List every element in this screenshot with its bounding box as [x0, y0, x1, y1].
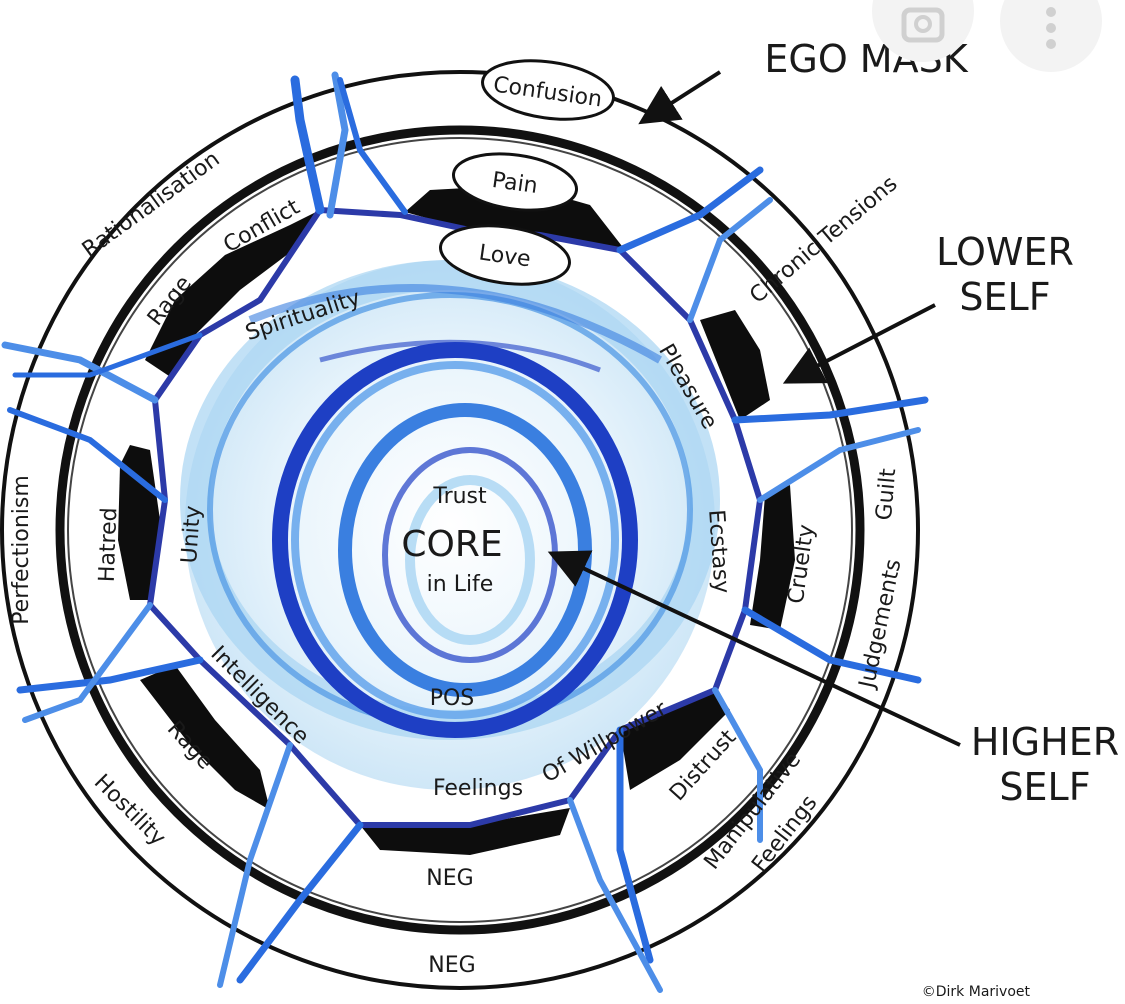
label-hatred: Hatred: [95, 507, 123, 583]
higher-self-arrow: [547, 550, 961, 747]
copyright: ©Dirk Marivoet: [922, 984, 1031, 1000]
label-in-life: in Life: [427, 572, 494, 597]
label-guilt: Guilt: [872, 467, 901, 521]
label-ecstasy: Ecstasy: [703, 509, 734, 595]
blue-swirl: [180, 260, 720, 790]
lower-self-title-line1: LOWER: [936, 230, 1074, 274]
higher-self-title-line1: HIGHER: [971, 720, 1119, 764]
label-perfectionism: Perfectionism: [9, 475, 34, 625]
dark-sector-left: [118, 445, 160, 600]
lower-self-title-line2: SELF: [959, 275, 1050, 319]
higher-self-title-line2: SELF: [999, 765, 1090, 809]
dark-sector-right-top: [700, 310, 770, 420]
lens-button[interactable]: [872, 0, 974, 62]
more-vertical-icon: [1046, 7, 1056, 49]
dark-sector-left-bottom: [140, 665, 270, 810]
lower-self-arrow: [782, 303, 936, 384]
pain-oval: [451, 152, 579, 212]
lower-self-ring: [55, 125, 865, 935]
label-neg-inner: NEG: [426, 866, 473, 891]
label-neg-outer: NEG: [428, 953, 475, 978]
confusion-oval: [481, 59, 615, 121]
more-options-button[interactable]: [1000, 0, 1102, 72]
label-feelings: Feelings: [433, 776, 523, 801]
blue-cracks: [1, 71, 929, 993]
ego-mask-arrow: [638, 70, 722, 125]
label-pos: POS: [430, 686, 475, 711]
dark-sector-right: [750, 485, 795, 630]
higher-self-star: [146, 206, 764, 828]
label-core: CORE: [401, 524, 502, 565]
label-unity: Unity: [177, 505, 206, 564]
dark-sector-bottom: [360, 808, 570, 855]
love-oval: [439, 224, 571, 286]
label-trust: Trust: [432, 484, 487, 509]
lens-icon: [901, 7, 945, 43]
dark-sector-right-bottom: [620, 690, 730, 790]
